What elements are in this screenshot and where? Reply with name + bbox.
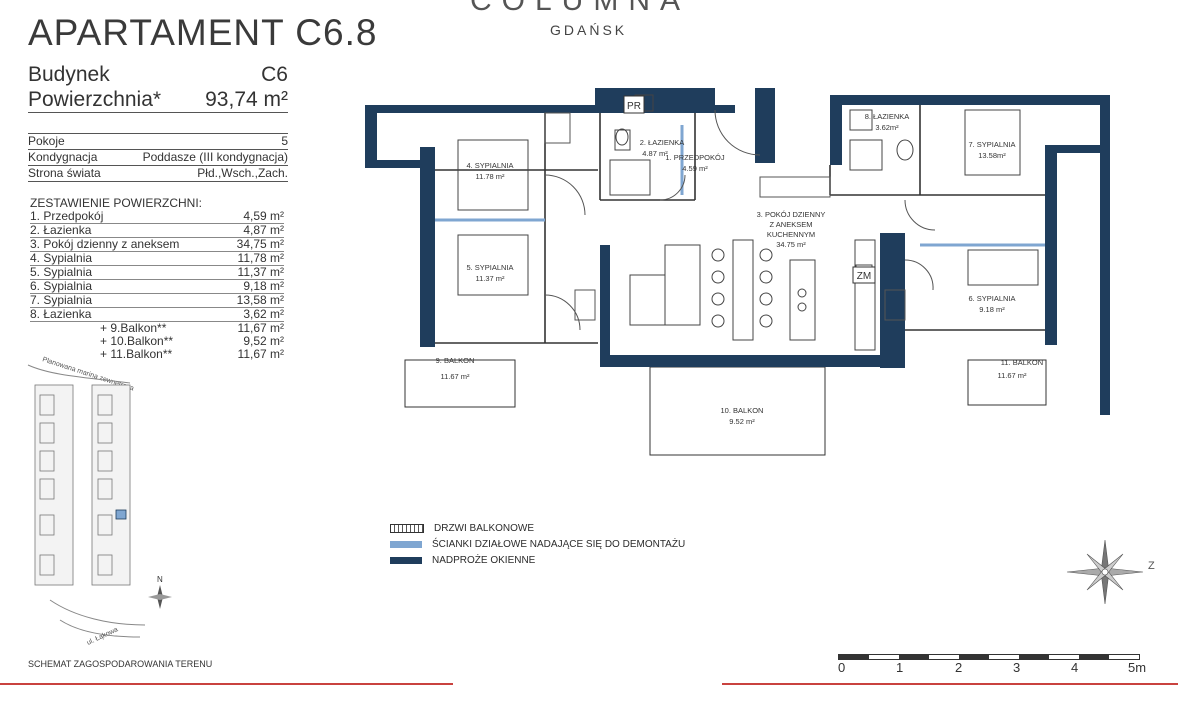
room-labels: 1. PRZEDPOKÓJ 4.59 m² 2. ŁAZIENKA 4.87 m… bbox=[436, 112, 1044, 426]
rooms-value: 5 bbox=[281, 134, 288, 148]
floor-plan: 1. PRZEDPOKÓJ 4.59 m² 2. ŁAZIENKA 4.87 m… bbox=[365, 88, 1110, 456]
floor-row: Kondygnacja Poddasze (III kondygnacja) bbox=[28, 150, 288, 166]
area-value: 93,74 m² bbox=[205, 88, 288, 111]
svg-text:4.87 m²: 4.87 m² bbox=[642, 149, 668, 158]
svg-text:13.58m²: 13.58m² bbox=[978, 151, 1006, 160]
removable-wall-swatch bbox=[390, 540, 422, 548]
svg-text:11.67 m²: 11.67 m² bbox=[997, 371, 1027, 380]
table-row: + 10.Balkon**9,52 m² bbox=[100, 334, 284, 348]
balcony-door-swatch bbox=[390, 523, 424, 533]
apartment-title: APARTAMENT C6.8 bbox=[28, 12, 378, 53]
svg-text:11.78 m²: 11.78 m² bbox=[475, 172, 505, 181]
svg-text:5. SYPIALNIA: 5. SYPIALNIA bbox=[466, 263, 513, 272]
svg-text:3. POKÓJ DZIENNY: 3. POKÓJ DZIENNY bbox=[757, 210, 826, 219]
summary-block: Budynek C6 Powierzchnia* 93,74 m² Pokoje… bbox=[28, 62, 288, 182]
site-plan-caption: SCHEMAT ZAGOSPODAROWANIA TERENU bbox=[28, 659, 213, 669]
building-value: C6 bbox=[261, 63, 288, 86]
svg-text:1. PRZEDPOKÓJ: 1. PRZEDPOKÓJ bbox=[665, 153, 724, 162]
legend-item-window-lintel: NADPROŻE OKIENNE bbox=[390, 552, 685, 568]
north-label: N bbox=[157, 575, 163, 584]
table-row: + 9.Balkon**11,67 m² bbox=[100, 321, 284, 335]
zm-box: ZM bbox=[852, 266, 876, 284]
svg-text:9.18 m²: 9.18 m² bbox=[979, 305, 1005, 314]
scale-bar: 0 1 2 3 4 5m bbox=[838, 648, 1150, 688]
furniture bbox=[457, 94, 1039, 351]
floor-value: Poddasze (III kondygnacja) bbox=[142, 150, 288, 164]
svg-text:ZM: ZM bbox=[857, 271, 871, 282]
legend-item-removable-walls: ŚCIANKI DZIAŁOWE NADAJĄCE SIĘ DO DEMONTA… bbox=[390, 536, 685, 552]
north-arrow-icon: N bbox=[148, 575, 172, 609]
svg-text:11.37 m²: 11.37 m² bbox=[475, 274, 505, 283]
site-plan: Planowana marina zewnętrzna ul. Łąkowa N bbox=[27, 356, 172, 647]
compass-rose-icon: Z bbox=[1066, 539, 1155, 605]
building-label: Budynek bbox=[28, 63, 110, 86]
area-label: Powierzchnia* bbox=[28, 88, 162, 111]
svg-text:KUCHENNYM: KUCHENNYM bbox=[767, 230, 815, 239]
svg-text:PR: PR bbox=[627, 101, 641, 112]
building-blocks bbox=[34, 384, 131, 586]
street-label: ul. Łąkowa bbox=[86, 626, 119, 647]
legend-item-balcony-doors: DRZWI BALKONOWE bbox=[390, 520, 685, 536]
brand-logo-text: COLUMNA bbox=[470, 0, 691, 17]
table-row: + 11.Balkon**11,67 m² bbox=[100, 347, 284, 361]
exterior-walls bbox=[365, 88, 1110, 415]
orientation-row: Strona świata Płd.,Wsch.,Zach. bbox=[28, 166, 288, 182]
rooms-row: Pokoje 5 bbox=[28, 134, 288, 150]
footer-accent-line-right bbox=[722, 683, 1178, 685]
door-swings bbox=[544, 109, 936, 331]
areas-title: ZESTAWIENIE POWIERZCHNI: bbox=[30, 196, 203, 210]
svg-text:9. BALKON: 9. BALKON bbox=[436, 356, 475, 365]
scale-bar-track bbox=[838, 654, 1140, 660]
orientation-value: Płd.,Wsch.,Zach. bbox=[197, 166, 288, 180]
svg-text:10. BALKON: 10. BALKON bbox=[721, 406, 764, 415]
svg-text:7. SYPIALNIA: 7. SYPIALNIA bbox=[968, 140, 1015, 149]
svg-text:8. ŁAZIENKA: 8. ŁAZIENKA bbox=[865, 112, 910, 121]
svg-text:4. SYPIALNIA: 4. SYPIALNIA bbox=[466, 161, 513, 170]
apartment-location-marker bbox=[115, 509, 127, 520]
footer-accent-line-left bbox=[0, 683, 453, 685]
svg-text:11. BALKON: 11. BALKON bbox=[1001, 358, 1043, 367]
window-lintel-swatch bbox=[390, 556, 422, 564]
balcony-doors-hatch bbox=[544, 112, 906, 321]
orientation-label: Strona świata bbox=[28, 166, 101, 180]
svg-text:4.59 m²: 4.59 m² bbox=[682, 164, 708, 173]
building-row: Budynek C6 bbox=[28, 62, 288, 88]
svg-text:34.75 m²: 34.75 m² bbox=[776, 240, 806, 249]
rooms-label: Pokoje bbox=[28, 134, 65, 148]
area-row: Powierzchnia* 93,74 m² bbox=[28, 88, 288, 113]
city-label: GDAŃSK bbox=[550, 22, 628, 38]
svg-text:2. ŁAZIENKA: 2. ŁAZIENKA bbox=[640, 138, 685, 147]
svg-text:6. SYPIALNIA: 6. SYPIALNIA bbox=[968, 294, 1015, 303]
svg-text:3.62m²: 3.62m² bbox=[875, 123, 899, 132]
svg-text:9.52 m²: 9.52 m² bbox=[729, 417, 755, 426]
pr-box: PR bbox=[623, 95, 645, 114]
floor-label: Kondygnacja bbox=[28, 150, 98, 164]
compass-label: Z bbox=[1148, 560, 1155, 572]
removable-partitions bbox=[435, 125, 1045, 247]
svg-text:Z ANEKSEM: Z ANEKSEM bbox=[770, 220, 813, 229]
interior-walls bbox=[435, 105, 1045, 344]
legend: DRZWI BALKONOWE ŚCIANKI DZIAŁOWE NADAJĄC… bbox=[390, 520, 685, 568]
svg-text:11.67 m²: 11.67 m² bbox=[440, 372, 470, 381]
